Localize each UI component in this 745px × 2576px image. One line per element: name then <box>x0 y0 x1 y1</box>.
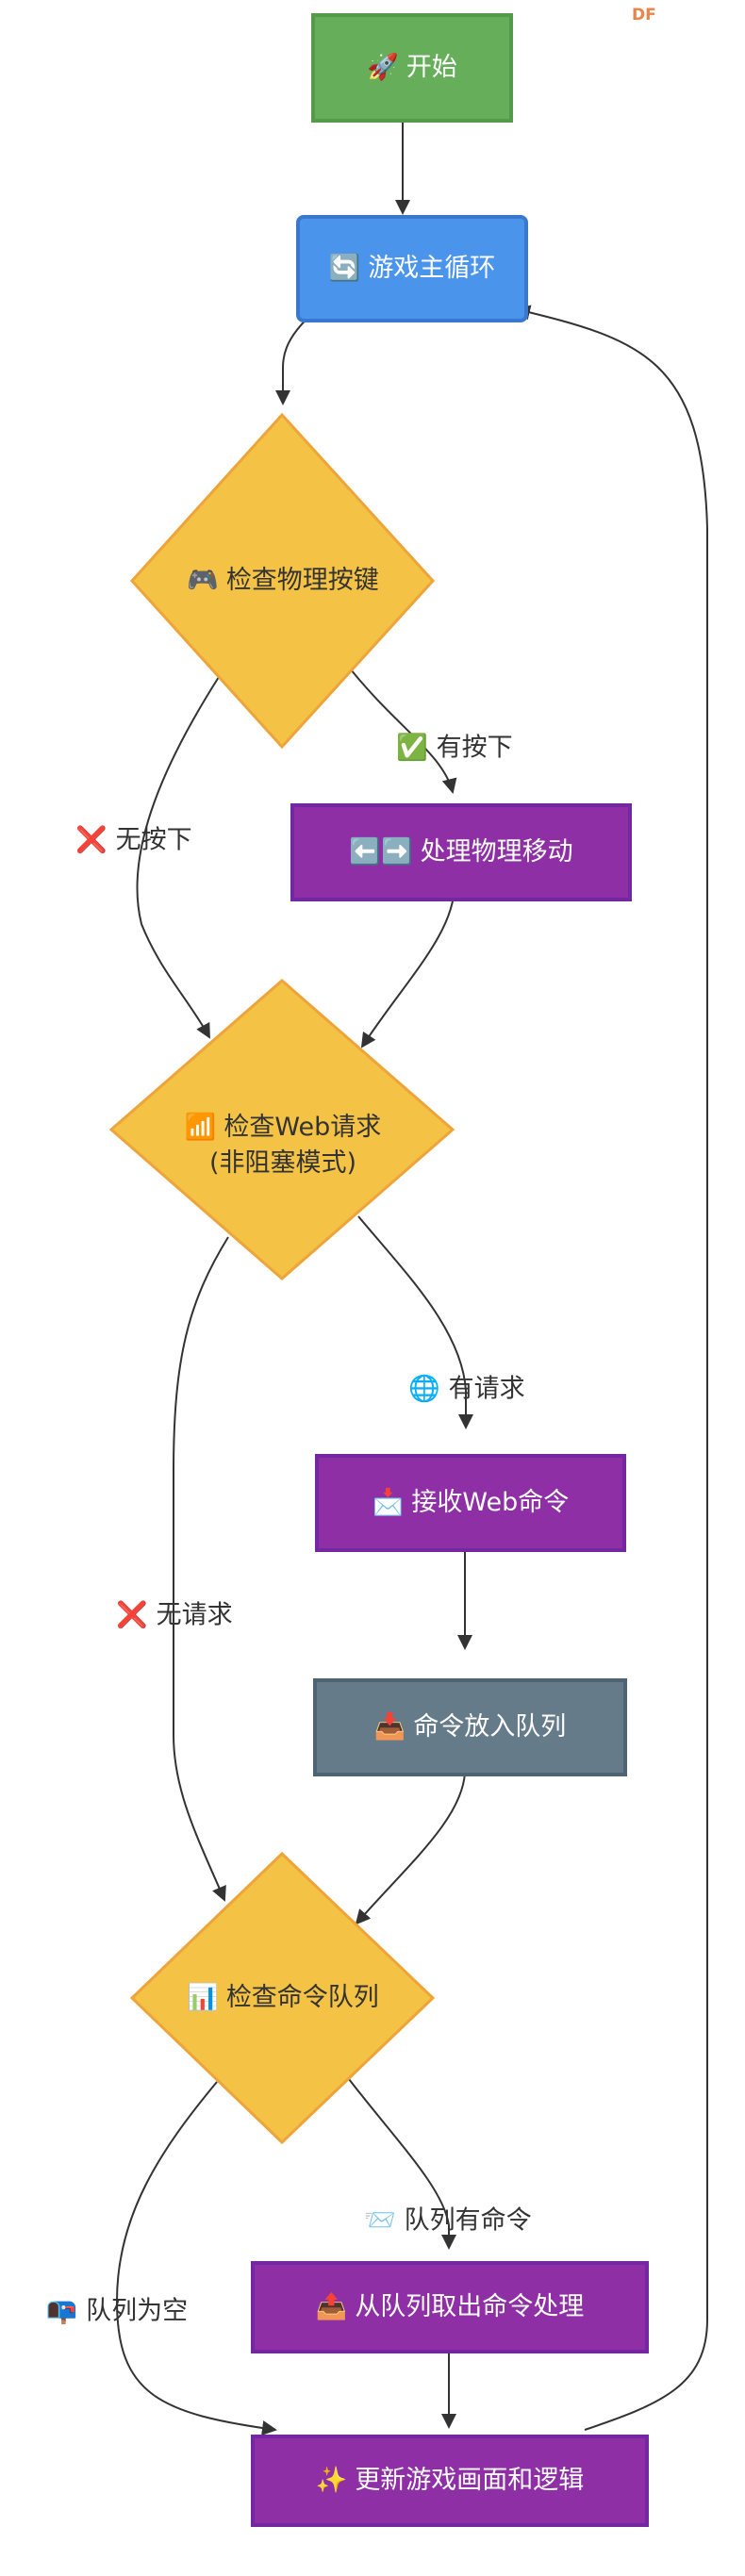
node-update[interactable]: ✨更新游戏画面和逻辑 <box>251 2435 649 2527</box>
edge-web-queue <box>173 1236 229 1902</box>
cycle-icon: 🔄 <box>328 253 361 283</box>
node-check-keys[interactable]: 🎮检查物理按键 <box>187 566 379 596</box>
edge-enqueue-check <box>355 1744 466 1925</box>
diamond-check-queue <box>129 1851 436 2145</box>
gamepad-icon: 🎮 <box>187 566 219 596</box>
edge-move-web <box>360 883 455 1049</box>
diamond-check-web <box>108 979 455 1280</box>
globe-icon: 🌐 <box>408 1374 441 1404</box>
watermark: DF <box>632 6 656 25</box>
edge-label-key-pressed: ✅ 有按下 <box>396 733 513 763</box>
rocket-icon: 🚀 <box>367 52 399 82</box>
mailbox-icon: 📭 <box>45 2296 78 2326</box>
edge-check-update <box>115 2081 277 2436</box>
edge-label-has-request: 🌐 有请求 <box>408 1374 525 1404</box>
edge-label-queue-empty: 📭 队列为空 <box>45 2296 189 2326</box>
edge-label-key-not-pressed: ❌ 无按下 <box>75 825 192 855</box>
edge-web-receive <box>357 1215 473 1429</box>
node-check-web[interactable]: 📶检查Web请求 (非阻塞模式) <box>184 1113 382 1178</box>
envelope-icon: 📨 <box>364 2205 397 2236</box>
bar-chart-icon: 📊 <box>187 1983 219 2013</box>
node-enqueue[interactable]: 📥命令放入队列 <box>313 1678 627 1776</box>
edge-label-no-request: ❌ 无请求 <box>116 1600 233 1630</box>
cross-icon: ❌ <box>75 825 108 855</box>
inbox-tray-icon: 📥 <box>373 1711 406 1742</box>
edge-keys-move <box>350 669 457 794</box>
edge-update-loop <box>515 305 708 2431</box>
check-icon: ✅ <box>396 733 429 763</box>
node-dequeue[interactable]: 📤从队列取出命令处理 <box>251 2261 649 2353</box>
sparkles-icon: ✨ <box>315 2465 348 2495</box>
signal-icon: 📶 <box>184 1113 217 1143</box>
node-check-queue[interactable]: 📊检查命令队列 <box>187 1983 379 2013</box>
node-receive-web[interactable]: 📩接收Web命令 <box>315 1454 626 1552</box>
node-main-loop[interactable]: 🔄游戏主循环 <box>296 215 528 322</box>
edge-check-dequeue <box>348 2078 456 2250</box>
edge-label-queue-has: 📨 队列有命令 <box>364 2205 532 2236</box>
node-handle-move[interactable]: ⬅️➡️处理物理移动 <box>290 803 632 901</box>
diamond-check-keys <box>129 412 436 750</box>
edge-keys-web <box>136 676 220 1039</box>
outbox-tray-icon: 📤 <box>315 2291 348 2321</box>
cross-icon: ❌ <box>116 1600 149 1630</box>
left-right-arrows-icon: ⬅️➡️ <box>349 836 413 867</box>
incoming-envelope-icon: 📩 <box>372 1487 405 1517</box>
node-start[interactable]: 🚀开始 <box>311 13 513 123</box>
